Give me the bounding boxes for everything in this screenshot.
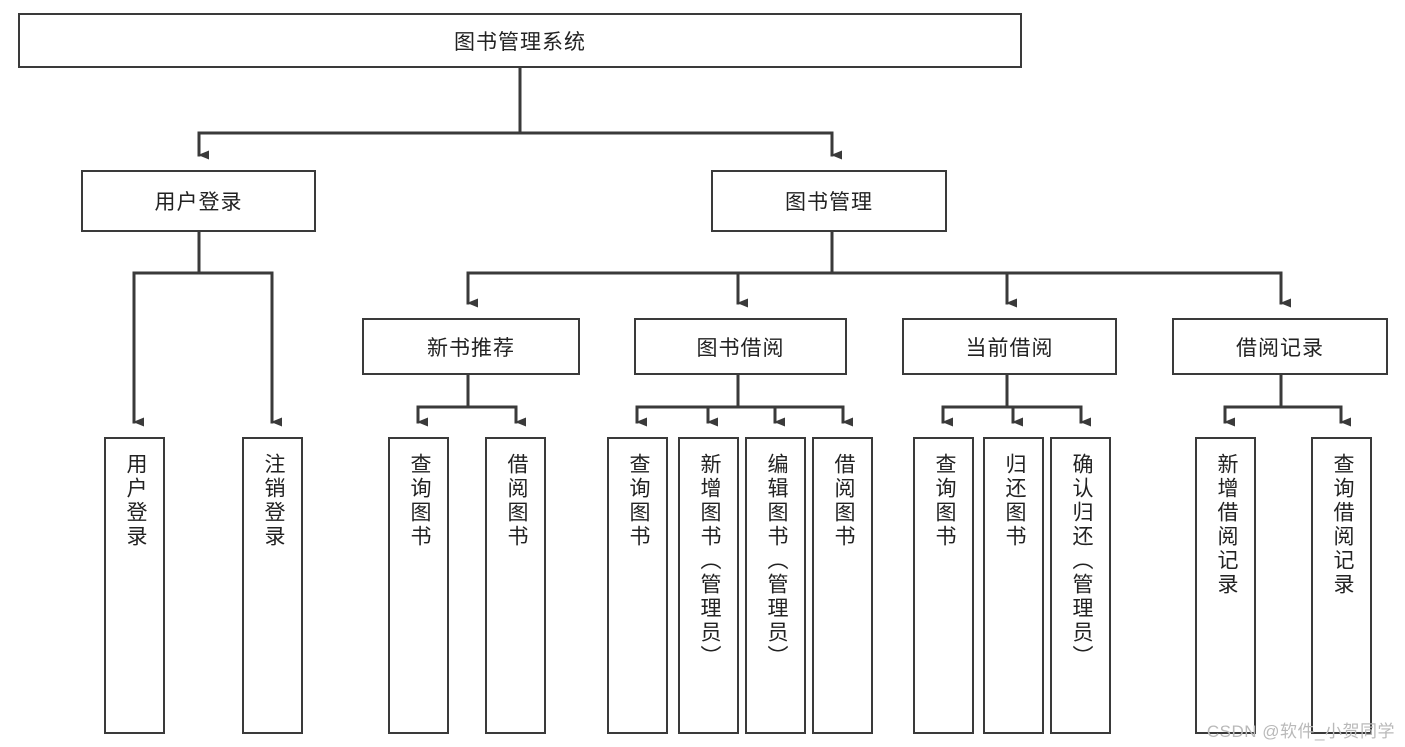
node-leaf-query-book-2-label: 查询图书 [626,453,650,549]
node-borrow-record[interactable]: 借阅记录 [1172,318,1388,375]
node-leaf-confirm-return-label: 确认归还（管理员） [1069,453,1093,669]
node-leaf-logout-label: 注销登录 [261,453,285,549]
node-leaf-query-record[interactable]: 查询借阅记录 [1311,437,1372,734]
node-leaf-return-book[interactable]: 归还图书 [983,437,1044,734]
node-new-book-rec[interactable]: 新书推荐 [362,318,580,375]
node-borrow-record-label: 借阅记录 [1236,336,1324,360]
node-current-borrow[interactable]: 当前借阅 [902,318,1117,375]
node-leaf-query-book-3[interactable]: 查询图书 [913,437,974,734]
node-leaf-user-login-label: 用户登录 [123,453,147,549]
node-leaf-borrow-book-2-label: 借阅图书 [831,453,855,549]
node-current-borrow-label: 当前借阅 [965,336,1054,360]
node-leaf-query-book-1-label: 查询图书 [407,453,431,549]
node-leaf-borrow-book-2[interactable]: 借阅图书 [812,437,873,734]
node-leaf-return-book-label: 归还图书 [1002,453,1026,549]
node-root-label: 图书管理系统 [454,30,586,54]
node-leaf-add-book-label: 新增图书（管理员） [697,453,721,669]
node-leaf-edit-book[interactable]: 编辑图书（管理员） [745,437,806,734]
node-leaf-query-book-1[interactable]: 查询图书 [388,437,449,734]
node-book-borrow[interactable]: 图书借阅 [634,318,847,375]
node-new-book-rec-label: 新书推荐 [427,336,515,360]
node-book-manage[interactable]: 图书管理 [711,170,947,232]
node-leaf-add-record[interactable]: 新增借阅记录 [1195,437,1256,734]
node-leaf-logout[interactable]: 注销登录 [242,437,303,734]
node-user-login-label: 用户登录 [154,191,243,214]
node-root[interactable]: 图书管理系统 [18,13,1022,68]
watermark: CSDN @软件_小贺同学 [1206,722,1395,741]
node-leaf-borrow-book-1[interactable]: 借阅图书 [485,437,546,734]
node-leaf-borrow-book-1-label: 借阅图书 [504,453,528,549]
node-leaf-edit-book-label: 编辑图书（管理员） [764,453,788,669]
node-leaf-confirm-return[interactable]: 确认归还（管理员） [1050,437,1111,734]
node-book-manage-label: 图书管理 [785,191,873,214]
node-book-borrow-label: 图书借阅 [696,336,785,360]
node-leaf-add-book[interactable]: 新增图书（管理员） [678,437,739,734]
node-leaf-query-book-3-label: 查询图书 [932,453,956,549]
node-leaf-add-record-label: 新增借阅记录 [1214,453,1238,597]
node-user-login[interactable]: 用户登录 [81,170,316,232]
node-leaf-user-login[interactable]: 用户登录 [104,437,165,734]
node-leaf-query-book-2[interactable]: 查询图书 [607,437,668,734]
node-leaf-query-record-label: 查询借阅记录 [1330,453,1354,597]
